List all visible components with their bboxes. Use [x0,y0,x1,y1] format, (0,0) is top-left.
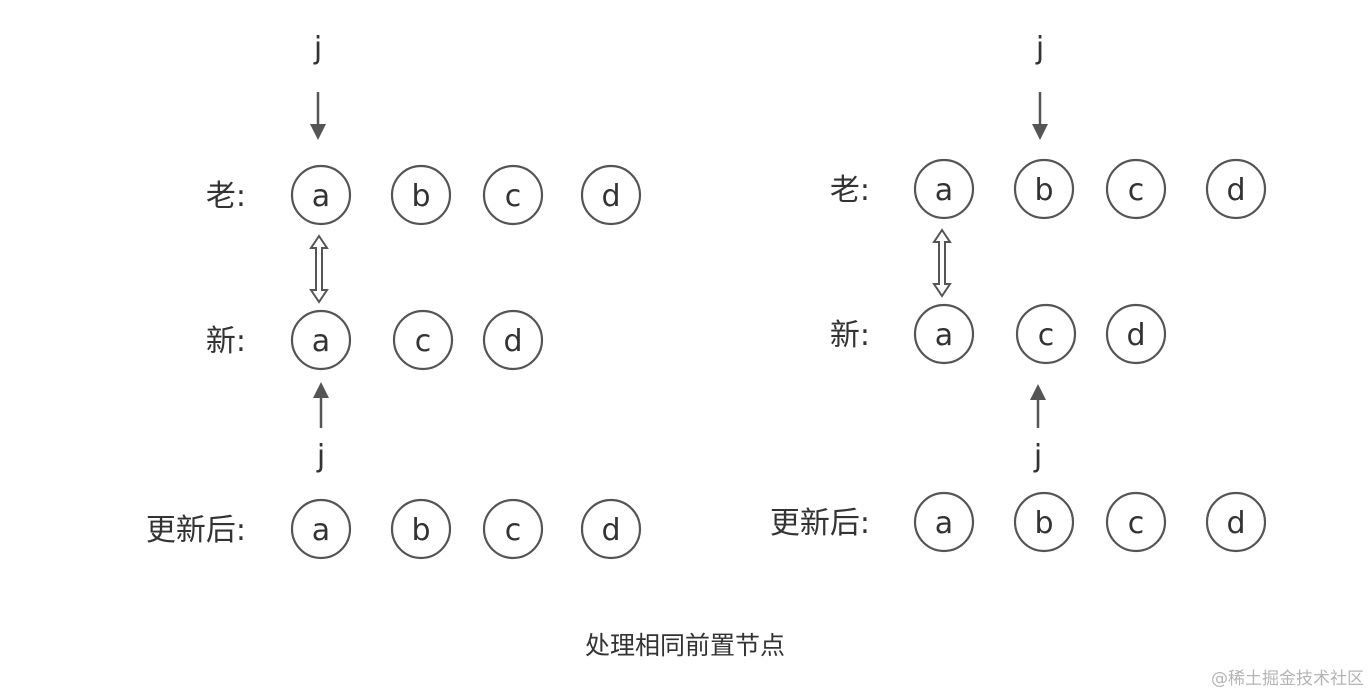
node-a: a [913,303,975,365]
old-pointer-arrow [1032,92,1048,140]
watermark: @稀土掘金技术社区 [1211,669,1364,689]
svg-text:b: b [411,513,430,548]
svg-text:c: c [1128,506,1145,541]
node-a: a [290,164,352,226]
svg-text:a: a [935,173,953,208]
svg-text:c: c [505,513,522,548]
svg-text:d: d [1226,506,1245,541]
old-row-label: 老: [206,179,246,214]
node-d: d [580,498,642,560]
svg-text:a: a [935,318,953,353]
node-d: d [482,309,544,371]
old-pointer-arrow [310,92,326,140]
node-a: a [913,491,975,553]
svg-text:c: c [505,179,522,214]
old-pointer-label: j [313,31,322,66]
svg-text:d: d [1126,318,1145,353]
new-pointer-label: j [316,439,325,474]
svg-text:c: c [1128,173,1145,208]
old-pointer-label: j [1035,31,1044,66]
compare-double-arrow [309,234,329,304]
old-row-label: 老: [830,173,870,208]
svg-text:b: b [1034,506,1053,541]
node-a: a [290,498,352,560]
node-c: c [1105,491,1167,553]
node-d: d [1105,303,1167,365]
panel-1: 老: a b c d 新: a c d 更新后: a b c d j j [146,31,642,560]
svg-text:a: a [312,179,330,214]
svg-text:d: d [503,324,522,359]
svg-text:d: d [601,179,620,214]
node-b: b [390,164,452,226]
svg-text:d: d [1226,173,1245,208]
new-row-label: 新: [830,318,870,353]
node-a: a [913,158,975,220]
new-pointer-arrow [313,382,329,428]
node-c: c [1015,303,1077,365]
svg-text:b: b [1034,173,1053,208]
updated-row-label: 更新后: [770,506,870,541]
node-c: c [482,164,544,226]
new-pointer-arrow [1030,384,1046,428]
new-pointer-label: j [1033,439,1042,474]
svg-text:b: b [411,179,430,214]
node-d: d [1205,158,1267,220]
node-b: b [390,498,452,560]
svg-text:c: c [1038,318,1055,353]
figure-caption: 处理相同前置节点 [584,631,785,660]
node-c: c [482,498,544,560]
node-b: b [1013,158,1075,220]
svg-text:a: a [935,506,953,541]
svg-text:a: a [312,324,330,359]
node-d: d [1205,491,1267,553]
compare-double-arrow [932,228,952,298]
updated-row-label: 更新后: [146,513,246,548]
node-b: b [1013,491,1075,553]
node-c: c [1105,158,1167,220]
node-c: c [392,309,454,371]
new-row-label: 新: [206,324,246,359]
node-a: a [290,309,352,371]
panel-2: 老: a b c d 新: a c d 更新后: a b c d j j [770,31,1267,553]
node-d: d [580,164,642,226]
svg-text:c: c [415,324,432,359]
svg-text:a: a [312,513,330,548]
svg-text:d: d [601,513,620,548]
